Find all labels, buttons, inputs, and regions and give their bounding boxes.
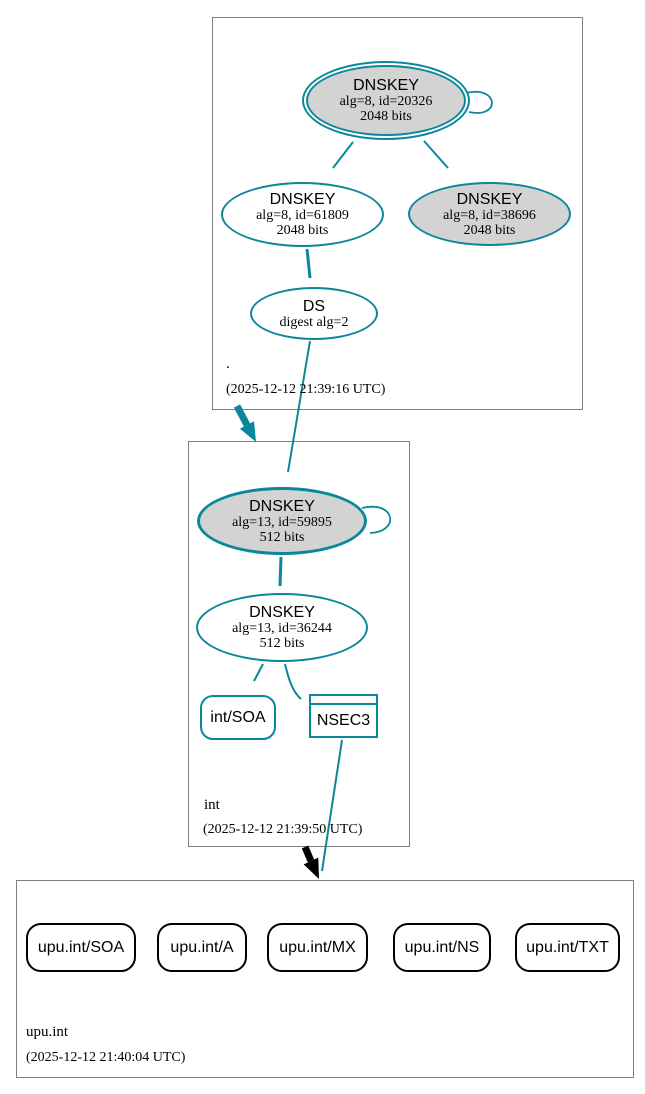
- node-detail: digest alg=2: [279, 314, 349, 330]
- node-detail: 2048 bits: [463, 222, 516, 238]
- node-dnskey-61809: DNSKEY alg=8, id=61809 2048 bits: [221, 182, 384, 247]
- node-detail: alg=8, id=20326: [339, 94, 433, 109]
- node-detail: alg=8, id=38696: [443, 207, 536, 223]
- node-label: NSEC3: [316, 712, 371, 729]
- node-detail: alg=13, id=36244: [232, 621, 332, 636]
- edge-delegation-int-upu-head: [303, 857, 319, 879]
- zone-name-int: int: [204, 797, 220, 813]
- node-rrset-upu-int-mx: upu.int/MX: [267, 923, 368, 972]
- node-nsec3: NSEC3: [309, 694, 378, 738]
- node-dnskey-20326-inner: DNSKEY alg=8, id=20326 2048 bits: [306, 65, 466, 136]
- edge-delegation-root-int-head: [239, 421, 256, 442]
- node-dnskey-36244: DNSKEY alg=13, id=36244 512 bits: [196, 593, 368, 662]
- node-rrset-int-soa: int/SOA: [200, 695, 276, 740]
- node-ds: DS digest alg=2: [250, 287, 378, 340]
- edge-delegation-int-upu-shaft: [301, 845, 315, 863]
- zone-timestamp-upu-int: (2025-12-12 21:40:04 UTC): [26, 1050, 186, 1065]
- node-label: upu.int/MX: [279, 939, 356, 956]
- node-title: DNSKEY: [269, 191, 336, 208]
- node-detail: 2048 bits: [276, 223, 329, 238]
- node-title: DNSKEY: [249, 497, 315, 515]
- zone-timestamp-int: (2025-12-12 21:39:50 UTC): [203, 822, 363, 837]
- node-label: upu.int/SOA: [37, 939, 125, 956]
- node-label: upu.int/A: [170, 939, 234, 956]
- node-title: DS: [302, 297, 326, 315]
- node-label: upu.int/NS: [404, 939, 480, 956]
- node-rrset-upu-int-ns: upu.int/NS: [393, 923, 491, 972]
- node-label: int/SOA: [210, 709, 266, 726]
- node-rrset-upu-int-soa: upu.int/SOA: [26, 923, 136, 972]
- node-detail: alg=13, id=59895: [232, 514, 332, 530]
- node-detail: alg=8, id=61809: [256, 208, 349, 223]
- node-title: DNSKEY: [353, 77, 419, 94]
- nsec3-top-band: [311, 696, 376, 705]
- zone-timestamp-root: (2025-12-12 21:39:16 UTC): [226, 382, 386, 397]
- node-detail: 2048 bits: [360, 109, 412, 124]
- node-label: upu.int/TXT: [526, 939, 609, 956]
- node-rrset-upu-int-a: upu.int/A: [157, 923, 247, 972]
- node-dnskey-38696: DNSKEY alg=8, id=38696 2048 bits: [408, 182, 571, 246]
- node-dnskey-20326: DNSKEY alg=8, id=20326 2048 bits: [302, 61, 470, 140]
- node-detail: 512 bits: [259, 636, 305, 651]
- zone-name-root: .: [226, 356, 230, 372]
- node-title: DNSKEY: [249, 604, 315, 621]
- zone-name-upu-int: upu.int: [26, 1024, 69, 1040]
- node-rrset-upu-int-txt: upu.int/TXT: [515, 923, 620, 972]
- node-dnskey-59895: DNSKEY alg=13, id=59895 512 bits: [197, 487, 367, 555]
- zone-box-upu-int: [16, 880, 634, 1078]
- zone-box-root: [212, 17, 583, 410]
- node-detail: 512 bits: [259, 529, 305, 545]
- node-title: DNSKEY: [456, 190, 523, 208]
